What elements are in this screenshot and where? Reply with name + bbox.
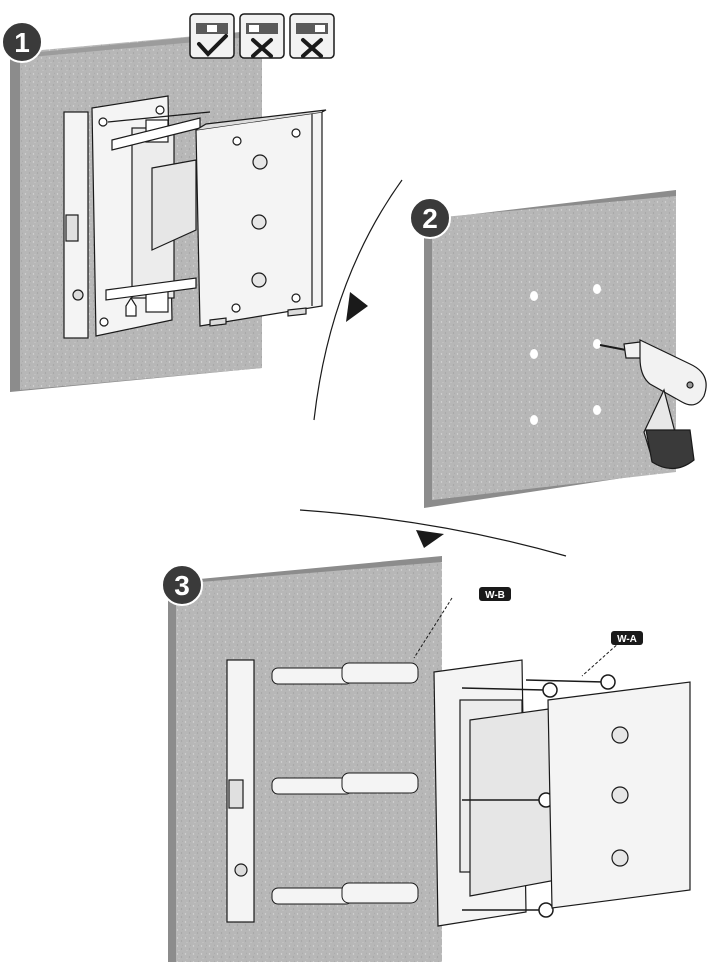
- wood-screw-label: W-A: [581, 631, 643, 677]
- drill-holes: [530, 284, 601, 425]
- spirit-level-3: [226, 659, 255, 923]
- svg-text:W-A: W-A: [617, 634, 637, 645]
- svg-text:3: 3: [174, 570, 190, 601]
- level-tilted-icon: [289, 13, 335, 59]
- level-tilted-icon: [239, 13, 285, 59]
- level-indicators: [189, 13, 335, 59]
- step-3-panel: W-B W-A 3: [161, 556, 691, 962]
- wall-plug-label: W-B: [413, 587, 511, 659]
- step-1-panel: 1: [1, 13, 335, 392]
- svg-text:2: 2: [422, 203, 438, 234]
- svg-text:1: 1: [14, 27, 30, 58]
- wall-plate-3: [433, 659, 557, 927]
- spirit-level-1: [63, 111, 89, 339]
- svg-text:W-B: W-B: [485, 590, 505, 601]
- arrow-step2-to-step3: [299, 509, 567, 557]
- tv-plate-3: [547, 681, 691, 909]
- step-badge-3: 3: [161, 564, 203, 606]
- level-ok-icon: [189, 13, 235, 59]
- step-badge-1: 1: [1, 21, 43, 63]
- wall-2: [424, 190, 676, 508]
- wall-plugs: [271, 662, 419, 905]
- drill-icon: [599, 339, 707, 470]
- step-badge-2: 2: [409, 197, 451, 239]
- step-2-panel: 2: [409, 190, 707, 508]
- wall-plate-1: [91, 95, 211, 337]
- tv-plate-1: [195, 109, 327, 327]
- arrow-step1-to-step2: [313, 179, 403, 421]
